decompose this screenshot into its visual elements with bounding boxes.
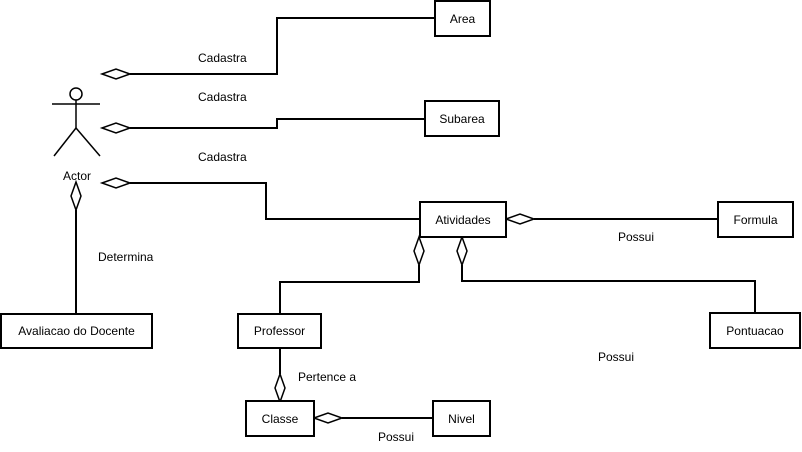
aggregation-diamond-icon [70,179,82,213]
entity-professor-label: Professor [254,324,305,338]
aggregation-diamond-icon [99,122,133,134]
aggregation-diamond-icon [456,234,468,268]
entity-subarea-label: Subarea [439,112,485,126]
entity-avaliacao-do-docente: Avaliacao do Docente [0,313,153,349]
entity-pontuacao: Pontuacao [709,312,801,349]
actor-label: Actor [63,169,91,183]
entity-atividades-label: Atividades [435,213,490,227]
entity-nivel-label: Nivel [448,412,475,426]
aggregation-diamond-icon [274,371,286,405]
relation-possui-pontuacao: Possui [598,350,634,364]
relation-cadastra-atividades: Cadastra [198,150,247,164]
entity-classe-label: Classe [262,412,299,426]
entity-area-label: Area [450,12,476,26]
entity-nivel: Nivel [432,400,491,437]
aggregation-diamond-icon [99,177,133,189]
entity-avaliacao-label: Avaliacao do Docente [18,324,135,338]
aggregation-diamond-icon [413,234,425,268]
actor-icon [52,87,101,157]
relation-pertence-a: Pertence a [298,370,356,384]
aggregation-diamond-icon [503,213,537,225]
relation-possui-formula: Possui [618,230,654,244]
edge-actor-subarea [130,118,425,129]
aggregation-diamond-icon [99,68,133,80]
entity-professor: Professor [237,313,322,349]
relation-determina: Determina [98,250,154,264]
entity-pontuacao-label: Pontuacao [726,324,784,338]
relation-cadastra-area: Cadastra [198,51,247,65]
relation-cadastra-subarea: Cadastra [198,90,247,104]
edge-atividades-pontuacao [461,265,756,313]
entity-atividades: Atividades [419,201,507,238]
entity-formula-label: Formula [733,213,777,227]
relation-possui-nivel: Possui [378,430,414,444]
entity-classe: Classe [245,400,315,437]
edge-actor-atividades [130,182,420,220]
edge-atividades-professor [279,265,420,314]
entity-area: Area [434,0,491,37]
entity-subarea: Subarea [424,100,500,137]
edge-actor-area [130,17,435,75]
aggregation-diamond-icon [311,412,345,424]
entity-formula: Formula [717,201,794,238]
